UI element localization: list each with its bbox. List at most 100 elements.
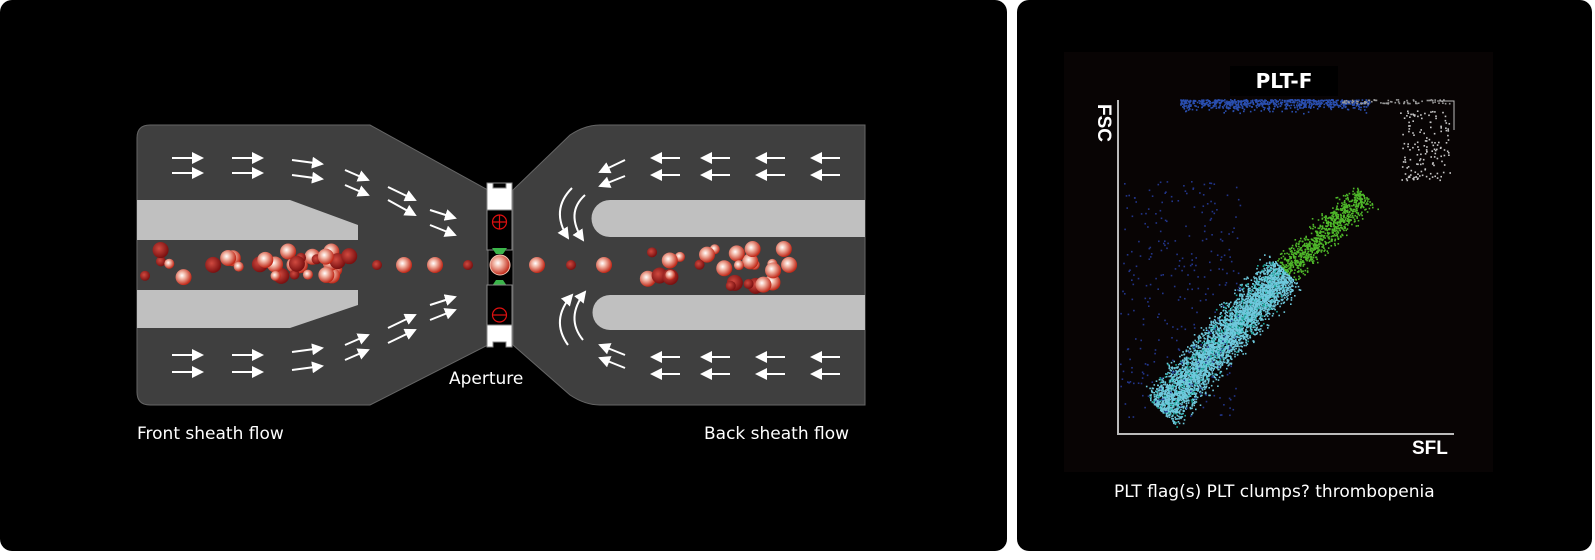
platelet-particle [140, 270, 151, 281]
platelet-dot [1241, 318, 1244, 320]
platelet-dot [1191, 362, 1194, 364]
platelet-dot [1193, 350, 1196, 352]
platelet-dot [1254, 304, 1257, 307]
platelet-dot [1248, 311, 1250, 314]
platelet-dot [1166, 362, 1169, 365]
platelet-dot [1246, 335, 1249, 337]
platelet-dot [1165, 413, 1168, 416]
platelet-dot [1243, 313, 1246, 315]
platelet-dot [1170, 389, 1173, 391]
platelet-dot [1205, 363, 1208, 365]
platelet-dot [1224, 320, 1227, 322]
platelet-dot [1218, 336, 1220, 339]
platelet-dot [1263, 299, 1265, 301]
platelet-dot [1223, 320, 1226, 323]
platelet-dot [1195, 374, 1198, 376]
platelet-dot [1225, 341, 1227, 344]
platelet-dot [1261, 302, 1263, 305]
platelet-dot [1209, 345, 1211, 347]
vortex-arrow-icon [573, 290, 587, 341]
platelet-dot [1277, 275, 1280, 277]
platelet-dot [1204, 342, 1207, 344]
platelet-dot [1208, 355, 1210, 357]
platelet-dot [1242, 323, 1245, 325]
platelet-dot [1194, 389, 1197, 391]
platelet-dot [1185, 400, 1188, 403]
platelet-dot [1192, 402, 1195, 404]
platelet-dot [1289, 276, 1291, 279]
platelet-dot [1264, 318, 1267, 320]
platelet-dot [1173, 389, 1175, 391]
platelet-dot [1181, 384, 1184, 386]
platelet-dot [1187, 379, 1189, 381]
platelet-dot [1185, 385, 1188, 388]
platelet-dot [1196, 377, 1199, 379]
platelet-dot [1191, 407, 1193, 410]
platelet-dot [1207, 382, 1210, 384]
platelet-dot [1207, 371, 1210, 374]
platelet-dot [1211, 373, 1214, 375]
platelet-dot [1265, 313, 1268, 315]
platelet-dot [1168, 407, 1170, 410]
platelet-dot [1172, 397, 1174, 399]
platelet-dot [1235, 313, 1237, 315]
platelet-dot [1222, 348, 1225, 350]
platelet-dot [1260, 285, 1263, 287]
platelet-dot [1223, 339, 1225, 341]
platelet-dot [1205, 367, 1208, 370]
platelet-dot [1276, 281, 1279, 284]
platelet-dot [1224, 302, 1227, 305]
platelet-dot [1282, 281, 1285, 283]
platelet-dot [1190, 374, 1193, 376]
platelet-dot [1247, 289, 1250, 292]
platelet-dot [1257, 320, 1259, 322]
platelet-dot [1231, 332, 1234, 335]
platelet-dot [1283, 301, 1286, 304]
platelet-dot [1192, 342, 1195, 345]
platelet-dot [1225, 328, 1228, 330]
platelet-dot [1165, 415, 1168, 417]
platelet-dot [1198, 378, 1201, 380]
platelet-dot [1166, 394, 1169, 397]
platelet-dot [1164, 396, 1167, 398]
platelet-dot [1266, 308, 1268, 311]
platelet-dot [1249, 320, 1251, 323]
platelet-dot [1263, 264, 1266, 266]
platelet-dot [1266, 279, 1269, 281]
immature-platelet-dot [1278, 258, 1280, 260]
platelet-dot [1235, 306, 1237, 309]
platelet-dot [1249, 335, 1251, 337]
platelet-dot [1242, 300, 1244, 302]
platelet-dot [1228, 352, 1231, 354]
immature-platelet-dot [1339, 229, 1341, 232]
platelet-dot [1205, 327, 1208, 329]
platelet-dot [1232, 325, 1234, 327]
platelet-dot [1166, 412, 1168, 414]
platelet-dot [1233, 341, 1236, 344]
platelet-dot [1169, 381, 1172, 383]
platelet-dot [1230, 315, 1233, 317]
platelet-dot [1235, 345, 1238, 347]
platelet-dot [1245, 278, 1248, 280]
platelet-dot [1189, 358, 1192, 360]
platelet-dot [1180, 376, 1182, 379]
platelet-dot [1271, 274, 1274, 277]
platelet-dot [1154, 398, 1156, 401]
platelet-dot [1226, 351, 1228, 353]
platelet-dot [1155, 403, 1157, 405]
platelet-dot [1196, 380, 1198, 383]
platelet-dot [1257, 281, 1259, 283]
platelet-dot [1200, 359, 1203, 362]
platelet-dot [1255, 315, 1258, 318]
platelet-dot [1198, 359, 1201, 362]
flow-arrow-icon [344, 184, 370, 197]
platelet-dot [1241, 289, 1244, 291]
platelet-dot [1194, 383, 1197, 386]
platelet-dot [1254, 328, 1256, 331]
immature-platelet-dot [1377, 208, 1379, 211]
platelet-dot [1162, 380, 1165, 382]
platelet-dot [1277, 284, 1280, 286]
platelet-dot [1214, 342, 1217, 344]
platelet-dot [1299, 289, 1302, 291]
immature-platelet-dot [1334, 244, 1336, 247]
